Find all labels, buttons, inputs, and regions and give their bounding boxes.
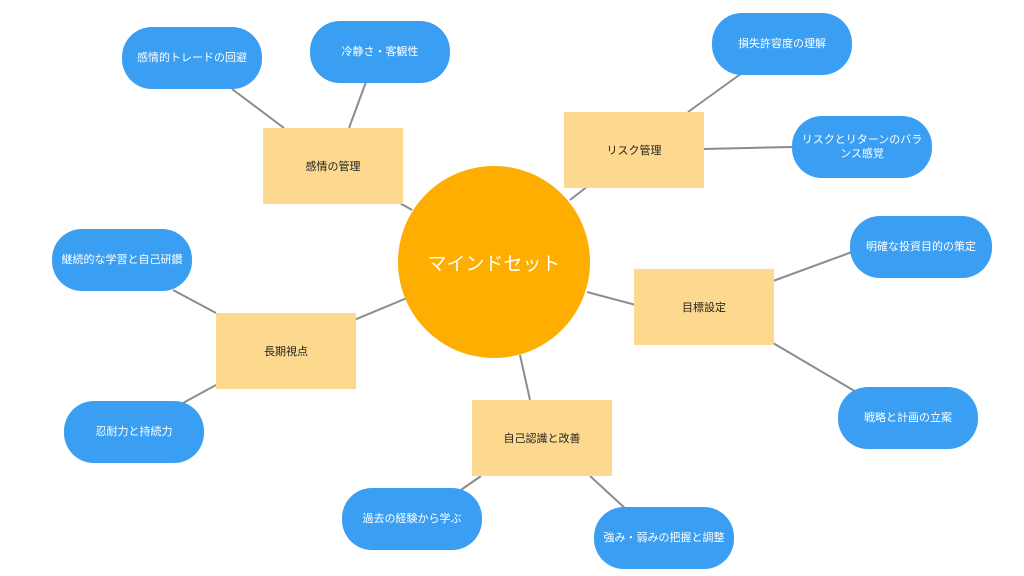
center-node-label: マインドセット: [427, 252, 561, 275]
connector-longterm-patience: [182, 384, 217, 404]
leaf-risk-tolerance[interactable]: 損失許容度の理解: [712, 13, 852, 75]
connector-emotion-calm: [348, 81, 367, 129]
leaf-emotion-calm[interactable]: 冷静さ・客観性: [310, 21, 450, 83]
topic-emotion[interactable]: 感情の管理: [263, 128, 403, 204]
connector-center-self: [519, 354, 531, 401]
topic-goal-label: 目標設定: [682, 301, 726, 314]
connector-goal-clear: [772, 251, 853, 282]
topic-goal[interactable]: 目標設定: [634, 269, 774, 345]
leaf-self-strength[interactable]: 強み・弱みの把握と調整: [594, 507, 734, 569]
connector-self-strength: [589, 475, 629, 512]
center-node[interactable]: マインドセット: [398, 166, 590, 358]
connector-risk-tolerance: [687, 72, 743, 113]
leaf-self-past-label: 過去の経験から学ぶ: [362, 512, 462, 525]
leaf-emotion-calm-label: 冷静さ・客観性: [341, 45, 419, 58]
leaf-self-past[interactable]: 過去の経験から学ぶ: [342, 488, 482, 550]
topic-emotion-label: 感情の管理: [305, 160, 361, 173]
leaf-long-learning[interactable]: 継続的な学習と自己研鑽: [52, 229, 192, 291]
leaf-emotion-trade[interactable]: 感情的トレードの回避: [122, 27, 262, 89]
leaf-long-patience-label: 忍耐力と持続力: [95, 425, 173, 438]
connector-center-longterm: [353, 297, 408, 321]
leaf-risk-balance-label: リスクとリターンのバランス感覚: [801, 133, 923, 160]
connector-risk-balance: [702, 146, 793, 150]
leaf-long-patience[interactable]: 忍耐力と持続力: [64, 401, 204, 463]
leaf-goal-plan[interactable]: 戦略と計画の立案: [838, 387, 978, 449]
connector-longterm-learning: [172, 289, 217, 314]
connector-center-goal: [586, 291, 637, 306]
leaf-goal-clear-label: 明確な投資目的の策定: [866, 240, 976, 253]
leaf-goal-plan-label: 戦略と計画の立案: [864, 411, 952, 424]
topic-self-label: 自己認識と改善: [503, 432, 581, 445]
topic-risk[interactable]: リスク管理: [564, 112, 704, 188]
topic-longterm-label: 長期視点: [264, 345, 308, 358]
leaf-self-strength-label: 強み・弱みの把握と調整: [603, 531, 725, 544]
leaf-goal-clear[interactable]: 明確な投資目的の策定: [850, 216, 992, 278]
connector-center-risk: [569, 185, 589, 201]
leaf-long-learning-label: 継続的な学習と自己研鑽: [61, 253, 183, 266]
leaf-risk-balance[interactable]: リスクとリターンのバランス感覚: [792, 116, 932, 178]
connector-emotion-trade: [231, 88, 285, 129]
topic-risk-label: リスク管理: [606, 144, 662, 157]
leaf-risk-tolerance-label: 損失許容度の理解: [738, 37, 826, 50]
connector-goal-plan: [772, 342, 859, 394]
topic-longterm[interactable]: 長期視点: [216, 313, 356, 389]
topic-self[interactable]: 自己認識と改善: [472, 400, 612, 476]
leaf-emotion-trade-label: 感情的トレードの回避: [137, 51, 247, 64]
